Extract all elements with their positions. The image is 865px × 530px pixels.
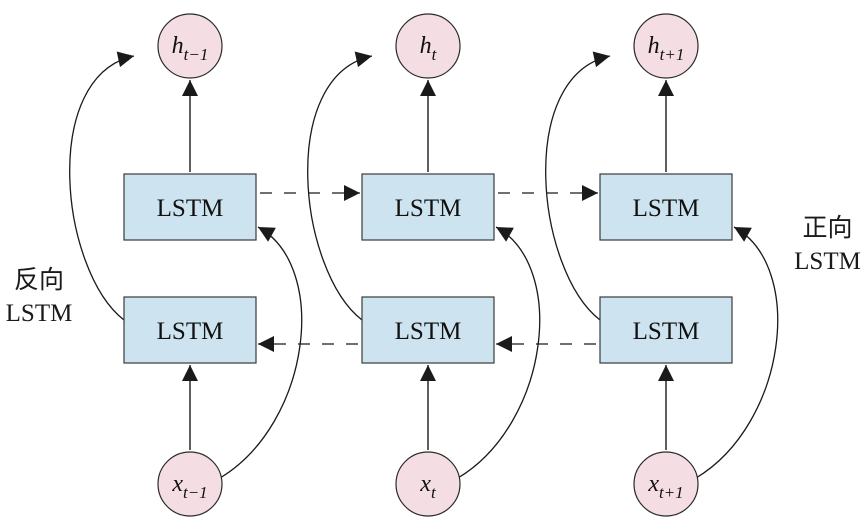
hidden-node-t-plus-1-label: ht+1	[648, 33, 685, 64]
input-node-t-minus-1-label-sub: t−1	[183, 483, 208, 502]
hidden-node-t-plus-1-label-sub: t+1	[660, 45, 685, 64]
forward-lstm-box-t-minus-1-text: LSTM	[157, 195, 224, 222]
backward-lstm-label-line2: LSTM	[5, 300, 73, 327]
input-node-t-minus-1-label: xt−1	[171, 471, 207, 502]
input-node-t-minus-1-circle	[157, 451, 223, 517]
backward-lstm-label: 反向 LSTM	[0, 264, 78, 330]
input-node-t-label-base: x	[419, 471, 431, 497]
hidden-node-t-minus-1-label-sub: t−1	[184, 45, 209, 64]
hidden-node-t-plus-1-circle	[633, 13, 699, 79]
hidden-node-t-circle	[395, 13, 461, 79]
backward-lstm-label-line1: 反向	[13, 267, 64, 294]
forward-lstm-box-t-minus-1-rect	[123, 173, 257, 241]
backward-lstm-box-t-plus-1-rect	[599, 296, 733, 364]
input-node-t: xt	[395, 451, 461, 517]
arrow-backward-to-h-t-minus-1	[69, 51, 135, 321]
hidden-node-t-minus-1-label-base: h	[172, 33, 184, 59]
backward-lstm-box-t-minus-1-text: LSTM	[157, 318, 224, 345]
backward-lstm-box-t-minus-1: LSTM	[123, 296, 257, 364]
backward-lstm-box-t-plus-1-text: LSTM	[633, 318, 700, 345]
arrow-backward-to-h-t-plus-1	[545, 51, 611, 321]
forward-lstm-box-t-plus-1: LSTM	[599, 173, 733, 241]
arrow-x-to-forward-t-minus-1	[219, 226, 303, 479]
backward-lstm-box-t: LSTM	[361, 296, 495, 364]
hidden-node-t: ht	[395, 13, 461, 79]
hidden-node-t-minus-1-circle	[157, 13, 223, 79]
input-node-t-label: xt	[419, 471, 437, 502]
arrow-x-to-forward-t-plus-1	[695, 226, 779, 479]
forward-lstm-label-line2: LSTM	[794, 248, 861, 275]
input-node-t-plus-1-circle	[633, 451, 699, 517]
backward-lstm-box-t-rect	[361, 296, 495, 364]
input-node-t-minus-1-label-base: x	[171, 471, 183, 497]
input-node-t-plus-1-label: xt+1	[647, 471, 683, 502]
forward-lstm-box-t-rect	[361, 173, 495, 241]
forward-lstm-box-t-plus-1-text: LSTM	[633, 195, 700, 222]
hidden-node-t-label-base: h	[420, 33, 432, 59]
input-node-t-label-sub: t	[431, 483, 437, 502]
backward-lstm-box-t-minus-1-rect	[123, 296, 257, 364]
hidden-node-t-label-sub: t	[432, 45, 438, 64]
input-node-t-plus-1: xt+1	[633, 451, 699, 517]
forward-lstm-box-t-minus-1: LSTM	[123, 173, 257, 241]
input-node-t-minus-1: xt−1	[157, 451, 223, 517]
backward-lstm-box-t-plus-1: LSTM	[599, 296, 733, 364]
backward-lstm-box-t-text: LSTM	[395, 318, 462, 345]
forward-lstm-box-t-plus-1-rect	[599, 173, 733, 241]
forward-lstm-label: 正向 LSTM	[790, 212, 865, 278]
hidden-node-t-minus-1: ht−1	[157, 13, 223, 79]
hidden-node-t-minus-1-label: ht−1	[172, 33, 209, 64]
forward-lstm-box-t: LSTM	[361, 173, 495, 241]
input-node-t-plus-1-label-sub: t+1	[659, 483, 684, 502]
hidden-node-t-plus-1-label-base: h	[648, 33, 660, 59]
forward-lstm-label-line1: 正向	[802, 215, 853, 242]
arrow-x-to-forward-t	[457, 226, 541, 479]
hidden-node-t-plus-1: ht+1	[633, 13, 699, 79]
input-node-t-circle	[395, 451, 461, 517]
forward-lstm-box-t-text: LSTM	[395, 195, 462, 222]
input-node-t-plus-1-label-base: x	[647, 471, 659, 497]
arrow-backward-to-h-t	[307, 51, 373, 321]
hidden-node-t-label: ht	[420, 33, 438, 64]
